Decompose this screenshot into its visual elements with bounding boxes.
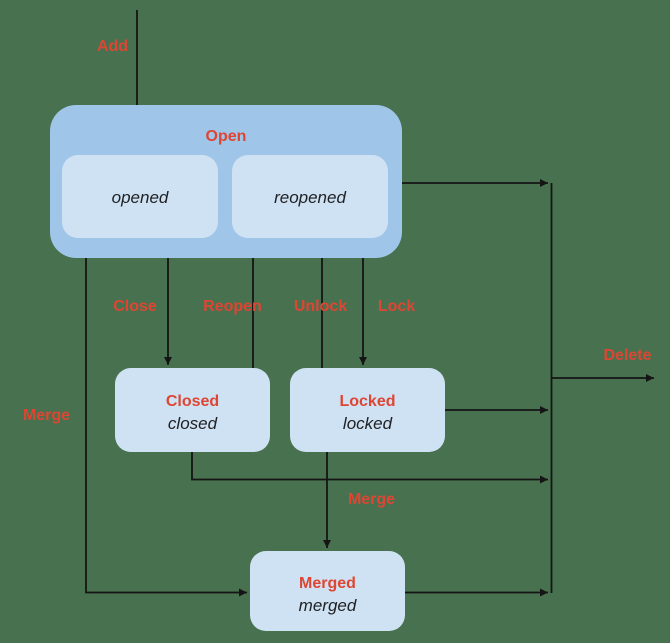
state-box-opened xyxy=(62,155,218,238)
substate-opened-label: opened xyxy=(112,188,169,207)
state-merged-title: Merged xyxy=(299,575,356,592)
transition-label-merge-bottom: Merge xyxy=(348,491,395,508)
state-box-locked xyxy=(290,368,445,452)
transition-arrow-merge-left xyxy=(85,258,247,597)
transition-label-reopen: Reopen xyxy=(203,298,262,315)
substate-reopened-label: reopened xyxy=(274,188,346,207)
transition-label-merge-left: Merge xyxy=(23,407,70,424)
transition-label-close: Close xyxy=(113,298,157,315)
edge-closed-to-rail xyxy=(191,452,548,484)
state-locked-title: Locked xyxy=(339,393,395,410)
open-group-label: Open xyxy=(206,128,247,145)
transition-label-add: Add xyxy=(97,38,128,55)
transition-label-unlock: Unlock xyxy=(294,298,347,315)
state-closed-title: Closed xyxy=(166,393,219,410)
state-box-reopened xyxy=(232,155,388,238)
state-merged-subtitle: merged xyxy=(299,596,357,615)
state-box-closed xyxy=(115,368,270,452)
state-locked-subtitle: locked xyxy=(343,414,393,433)
state-box-merged xyxy=(250,551,405,631)
state-closed-subtitle: closed xyxy=(168,414,218,433)
transition-label-delete: Delete xyxy=(603,347,651,364)
transition-label-lock: Lock xyxy=(378,298,415,315)
